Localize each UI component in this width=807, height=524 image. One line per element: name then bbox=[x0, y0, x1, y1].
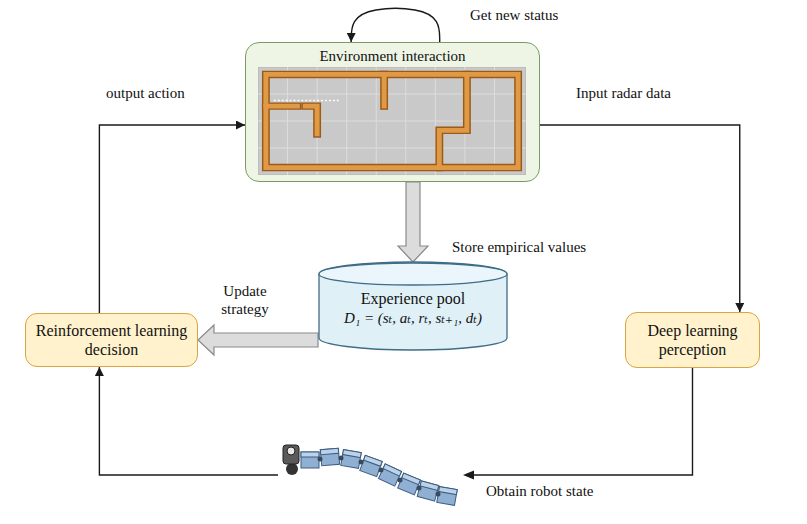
flow-arrow bbox=[99, 367, 692, 475]
robot-module bbox=[437, 487, 458, 506]
robot-joint bbox=[339, 456, 344, 461]
robot-module bbox=[341, 450, 362, 469]
robot-module bbox=[301, 452, 319, 457]
block-arrow bbox=[198, 325, 318, 355]
robot-module bbox=[437, 487, 458, 506]
robot-joint bbox=[417, 486, 422, 491]
robot-module bbox=[364, 455, 383, 466]
robot-module bbox=[301, 452, 319, 468]
node-text: Experience pool bbox=[322, 289, 504, 309]
formula-text: D₁ = (sₜ, aₜ, rₜ, sₜ₊₁, dₜ) bbox=[322, 309, 504, 328]
robot-module bbox=[320, 448, 339, 466]
robot-joint bbox=[379, 468, 384, 473]
laser-scan-line bbox=[274, 100, 339, 101]
robot-module bbox=[402, 473, 421, 484]
robot-module bbox=[378, 464, 401, 486]
process-box: Deep learning perception bbox=[625, 312, 760, 368]
robot-module bbox=[417, 481, 439, 501]
robot-module bbox=[378, 464, 401, 486]
flow-arrow bbox=[540, 125, 740, 312]
robot-module bbox=[398, 473, 421, 495]
maze-floor bbox=[258, 67, 526, 175]
robot-ground bbox=[278, 436, 466, 514]
maze-wall bbox=[266, 104, 298, 109]
cylinder-top bbox=[319, 263, 507, 285]
robot-module bbox=[360, 455, 382, 476]
maze-wall-shadow bbox=[305, 106, 317, 134]
node-text: Deep learning perception bbox=[634, 321, 751, 359]
robot-module bbox=[360, 455, 382, 476]
robot-joint bbox=[318, 456, 441, 497]
experience-pool-cylinder: Experience poolD₁ = (sₜ, aₜ, rₜ, sₜ₊₁, d… bbox=[318, 262, 508, 350]
maze-wall bbox=[266, 74, 518, 167]
maze-wall bbox=[439, 74, 467, 167]
cylinder-body bbox=[319, 262, 507, 350]
robot-module bbox=[383, 464, 401, 476]
environment-box: Environment interaction bbox=[245, 42, 540, 182]
robot-module bbox=[420, 481, 439, 490]
robot-module bbox=[439, 487, 458, 495]
edge-label: Input radar data bbox=[576, 84, 671, 102]
arrow-head bbox=[463, 471, 474, 480]
node-text: Reinforcement learning decision bbox=[34, 321, 189, 359]
edge-label: Update strategy bbox=[200, 282, 290, 318]
robot-module bbox=[417, 481, 439, 501]
robot-joint bbox=[359, 460, 364, 465]
edge-label: Obtain robot state bbox=[486, 482, 593, 500]
edge-label: output action bbox=[106, 84, 185, 102]
robot-module bbox=[320, 448, 338, 455]
maze-wall-shadow bbox=[266, 74, 518, 167]
robot-module bbox=[320, 448, 339, 466]
flow-arrow bbox=[99, 125, 245, 313]
robot-module bbox=[343, 450, 362, 458]
maze-wall bbox=[266, 74, 518, 167]
robot-illustration bbox=[278, 436, 474, 514]
robot-joint bbox=[318, 457, 323, 462]
robot-head bbox=[283, 445, 299, 464]
robot-module bbox=[341, 450, 362, 469]
flow-arrow bbox=[351, 9, 440, 43]
edge-label: Get new status bbox=[470, 6, 558, 24]
edge-label: Store empirical values bbox=[452, 238, 586, 256]
block-arrow bbox=[398, 182, 428, 262]
robot-camera bbox=[287, 447, 295, 455]
connector-group bbox=[99, 9, 739, 476]
maze-wall bbox=[305, 106, 317, 134]
maze-grid bbox=[258, 67, 526, 175]
robot-joint bbox=[436, 492, 441, 497]
maze-wall bbox=[382, 74, 387, 106]
maze-wall-shadow bbox=[266, 74, 518, 167]
process-box: Reinforcement learning decision bbox=[25, 313, 198, 367]
maze-wall-shadow bbox=[380, 74, 388, 106]
robot-wheel bbox=[286, 463, 298, 475]
maze-wall-shadow bbox=[439, 74, 467, 167]
node-text: Environment interaction bbox=[246, 47, 539, 65]
maze-illustration bbox=[258, 67, 526, 175]
maze-wall-shadow bbox=[266, 102, 298, 109]
robot-joint bbox=[398, 478, 403, 483]
maze-grid bbox=[258, 67, 526, 175]
robot-module bbox=[301, 452, 319, 468]
robot-module bbox=[398, 473, 421, 495]
